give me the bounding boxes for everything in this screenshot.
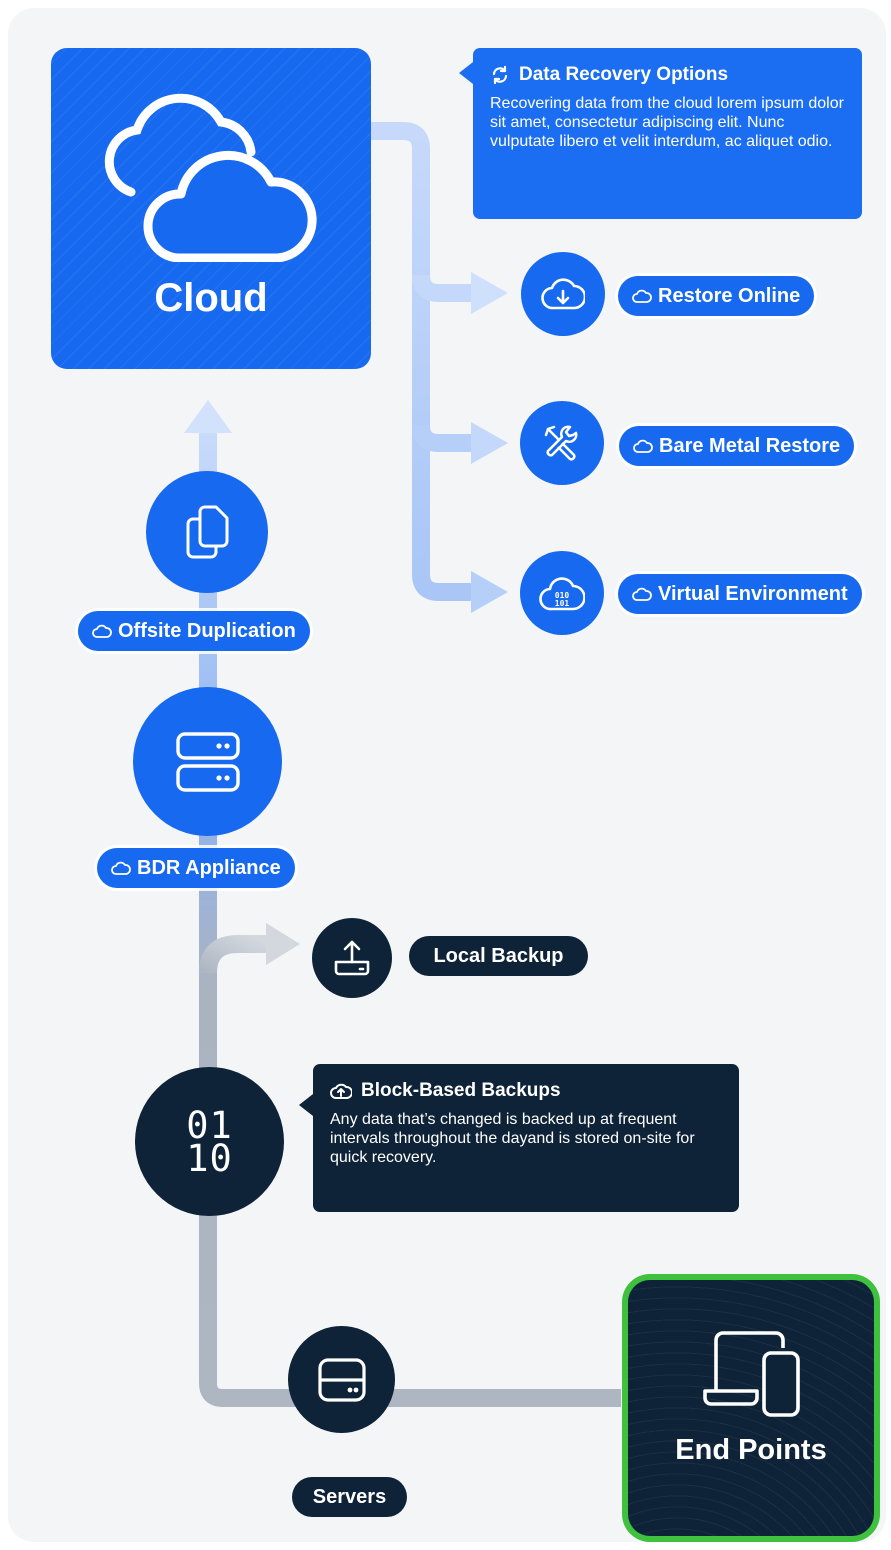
endpoints-title: End Points [675,1434,827,1466]
servers-circle [288,1326,395,1433]
diagram-canvas: Cloud Data Recovery Options Recovering d… [8,8,886,1542]
endpoints-card: End Points [622,1274,880,1542]
cloud-download-icon [541,278,585,310]
bare-metal-pill: Bare Metal Restore [619,426,855,466]
arrow-to-cloud [184,400,232,433]
arrow-bare-metal [471,422,508,464]
callout-pointer [299,1094,313,1116]
cloud-outline-icon [632,587,652,601]
block-callout: Block-Based Backups Any data that’s chan… [299,1064,739,1212]
cloud-title: Cloud [154,276,268,320]
local-backup-label: Local Backup [433,944,564,967]
restore-online-pill: Restore Online [618,276,815,316]
offsite-pill: Offsite Duplication [78,611,310,651]
server-icon [317,1357,366,1402]
callout-pointer [459,62,473,84]
restore-online-label: Restore Online [658,284,801,307]
bdr-circle [133,687,282,836]
recovery-callout-body: Recovering data from the cloud lorem ips… [490,95,844,150]
servers-label: Servers [312,1485,387,1508]
local-backup-pill: Local Backup [409,936,588,976]
binary-line-1: 01 [186,1103,233,1147]
binary-line-2: 10 [186,1136,233,1180]
virtual-env-circle: 010 101 [520,551,604,635]
cloud-icon [104,93,317,262]
cloud-outline-icon [111,861,131,875]
virtual-env-pill: Virtual Environment [618,574,862,614]
bare-metal-label: Bare Metal Restore [659,434,841,457]
virtual-env-label: Virtual Environment [658,582,848,605]
flow-lines [184,122,621,1407]
local-backup-circle [312,918,392,998]
block-callout-body: Any data that’s changed is backed up at … [330,1111,695,1166]
cloud-upload-icon [330,1083,352,1099]
bdr-pill: BDR Appliance [97,848,295,888]
arrow-local-backup [266,923,300,965]
offsite-circle [146,471,268,593]
upload-icon [334,940,370,976]
server-stack-icon [175,731,240,792]
cloud-outline-icon [632,289,652,303]
recovery-callout-title: Data Recovery Options [519,64,729,85]
arrow-restore-online [471,272,508,314]
recovery-callout: Data Recovery Options Recovering data fr… [459,48,862,219]
binary-circle: 01 10 [135,1067,284,1216]
cloud-outline-icon [92,624,112,638]
block-callout-title: Block-Based Backups [361,1080,561,1101]
restore-online-circle [521,252,605,336]
sync-icon [492,65,508,85]
tools-icon [544,425,578,461]
bare-metal-circle [520,401,604,485]
arrow-virtual-env [471,571,508,613]
offsite-label: Offsite Duplication [118,619,296,642]
laptop-phone-icon [703,1331,800,1417]
servers-pill: Servers [292,1477,407,1517]
copy-icon [186,505,229,559]
svg-text:010: 010 [555,591,570,600]
cloud-binary-icon: 010 101 [539,577,585,611]
bdr-label: BDR Appliance [137,856,281,879]
cloud-outline-icon [633,439,653,453]
cloud-card: Cloud [51,48,371,369]
svg-text:101: 101 [555,599,570,608]
